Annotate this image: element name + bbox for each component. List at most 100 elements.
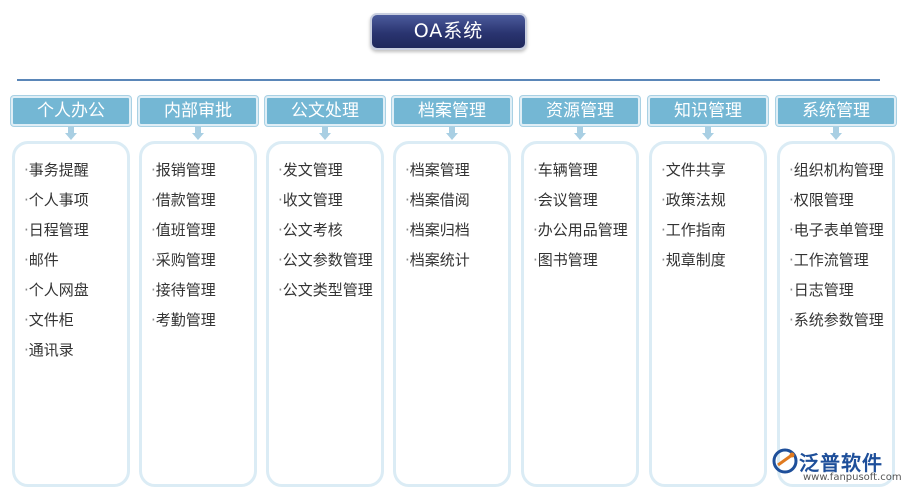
list-item: ·事务提醒 <box>24 160 127 190</box>
column-item-box: ·文件共享·政策法规·工作指南·规章制度 <box>649 141 767 487</box>
list-item-label: 组织机构管理 <box>793 161 884 179</box>
list-item-label: 采购管理 <box>155 251 216 269</box>
column-item-box: ·车辆管理·会议管理·办公用品管理·图书管理 <box>521 141 639 487</box>
column-header: 公文处理 <box>265 96 385 126</box>
item-list: ·组织机构管理·权限管理·电子表单管理·工作流管理·日志管理·系统参数管理 <box>780 144 892 340</box>
list-item-label: 事务提醒 <box>28 161 89 179</box>
column-header: 内部审批 <box>138 96 258 126</box>
item-list: ·档案管理·档案借阅·档案归档·档案统计 <box>396 144 508 280</box>
list-item: ·日志管理 <box>789 280 892 310</box>
list-item: ·组织机构管理 <box>789 160 892 190</box>
list-item: ·系统参数管理 <box>789 310 892 340</box>
diagram-title: OA系统 <box>370 13 527 50</box>
list-item-label: 个人网盘 <box>28 281 89 299</box>
column-header: 档案管理 <box>392 96 512 126</box>
bullet-dot-icon: · <box>789 311 794 329</box>
item-list: ·报销管理·借款管理·值班管理·采购管理·接待管理·考勤管理 <box>142 144 254 340</box>
arrow-down-icon <box>574 127 586 141</box>
list-item-label: 通讯录 <box>28 341 74 359</box>
bullet-dot-icon: · <box>24 161 29 179</box>
list-item: ·车辆管理 <box>533 160 636 190</box>
arrow-down-icon <box>65 127 77 141</box>
bullet-dot-icon: · <box>789 161 794 179</box>
list-item-label: 权限管理 <box>793 191 854 209</box>
bullet-dot-icon: · <box>24 341 29 359</box>
list-item: ·日程管理 <box>24 220 127 250</box>
list-item-label: 文件共享 <box>665 161 726 179</box>
column-knowledge-management: 知识管理·文件共享·政策法规·工作指南·规章制度 <box>648 96 768 496</box>
list-item: ·档案统计 <box>405 250 508 280</box>
list-item: ·规章制度 <box>661 250 764 280</box>
list-item-label: 系统参数管理 <box>793 311 884 329</box>
bullet-dot-icon: · <box>789 221 794 239</box>
column-header: 个人办公 <box>11 96 131 126</box>
bullet-dot-icon: · <box>533 161 538 179</box>
list-item-label: 个人事项 <box>28 191 89 209</box>
bullet-dot-icon: · <box>789 281 794 299</box>
bullet-dot-icon: · <box>151 221 156 239</box>
column-system-management: 系统管理·组织机构管理·权限管理·电子表单管理·工作流管理·日志管理·系统参数管… <box>776 96 896 496</box>
column-personal-office: 个人办公·事务提醒·个人事项·日程管理·邮件·个人网盘·文件柜·通讯录 <box>11 96 131 496</box>
bullet-dot-icon: · <box>151 191 156 209</box>
column-resource-management: 资源管理·车辆管理·会议管理·办公用品管理·图书管理 <box>520 96 640 496</box>
arrow-down-icon <box>830 127 842 141</box>
bullet-dot-icon: · <box>661 251 666 269</box>
list-item: ·个人网盘 <box>24 280 127 310</box>
list-item: ·考勤管理 <box>151 310 254 340</box>
bullet-dot-icon: · <box>789 251 794 269</box>
list-item: ·邮件 <box>24 250 127 280</box>
list-item-label: 公文类型管理 <box>282 281 373 299</box>
list-item-label: 办公用品管理 <box>537 221 628 239</box>
bullet-dot-icon: · <box>24 281 29 299</box>
column-header: 知识管理 <box>648 96 768 126</box>
column-item-box: ·档案管理·档案借阅·档案归档·档案统计 <box>393 141 511 487</box>
list-item-label: 邮件 <box>28 251 59 269</box>
bullet-dot-icon: · <box>24 191 29 209</box>
bullet-dot-icon: · <box>405 161 410 179</box>
list-item: ·电子表单管理 <box>789 220 892 250</box>
column-item-box: ·组织机构管理·权限管理·电子表单管理·工作流管理·日志管理·系统参数管理 <box>777 141 895 487</box>
column-header: 资源管理 <box>520 96 640 126</box>
arrow-down-icon <box>446 127 458 141</box>
bullet-dot-icon: · <box>151 311 156 329</box>
list-item: ·档案借阅 <box>405 190 508 220</box>
list-item-label: 档案归档 <box>409 221 470 239</box>
list-item: ·图书管理 <box>533 250 636 280</box>
column-internal-approval: 内部审批·报销管理·借款管理·值班管理·采购管理·接待管理·考勤管理 <box>138 96 258 496</box>
list-item-label: 电子表单管理 <box>793 221 884 239</box>
list-item-label: 工作流管理 <box>793 251 869 269</box>
list-item-label: 公文考核 <box>282 221 343 239</box>
list-item-label: 日志管理 <box>793 281 854 299</box>
bullet-dot-icon: · <box>405 251 410 269</box>
bullet-dot-icon: · <box>533 251 538 269</box>
divider-line <box>17 79 880 81</box>
list-item-label: 文件柜 <box>28 311 74 329</box>
column-document-processing: 公文处理·发文管理·收文管理·公文考核·公文参数管理·公文类型管理 <box>265 96 385 496</box>
list-item: ·收文管理 <box>278 190 381 220</box>
bullet-dot-icon: · <box>278 161 283 179</box>
list-item: ·公文考核 <box>278 220 381 250</box>
list-item-label: 档案统计 <box>409 251 470 269</box>
list-item-label: 借款管理 <box>155 191 216 209</box>
bullet-dot-icon: · <box>151 251 156 269</box>
bullet-dot-icon: · <box>24 311 29 329</box>
bullet-dot-icon: · <box>278 221 283 239</box>
list-item: ·通讯录 <box>24 340 127 370</box>
list-item: ·权限管理 <box>789 190 892 220</box>
list-item-label: 工作指南 <box>665 221 726 239</box>
list-item: ·文件共享 <box>661 160 764 190</box>
list-item: ·办公用品管理 <box>533 220 636 250</box>
arrow-down-icon <box>702 127 714 141</box>
logo-name: 泛普软件 <box>799 451 883 475</box>
list-item-label: 发文管理 <box>282 161 343 179</box>
list-item-label: 政策法规 <box>665 191 726 209</box>
bullet-dot-icon: · <box>661 191 666 209</box>
bullet-dot-icon: · <box>533 191 538 209</box>
list-item-label: 档案借阅 <box>409 191 470 209</box>
list-item: ·报销管理 <box>151 160 254 190</box>
brand-logo: 泛普软件 www.fanpusoft.com <box>772 446 902 486</box>
list-item: ·值班管理 <box>151 220 254 250</box>
bullet-dot-icon: · <box>24 221 29 239</box>
column-item-box: ·发文管理·收文管理·公文考核·公文参数管理·公文类型管理 <box>266 141 384 487</box>
column-item-box: ·事务提醒·个人事项·日程管理·邮件·个人网盘·文件柜·通讯录 <box>12 141 130 487</box>
